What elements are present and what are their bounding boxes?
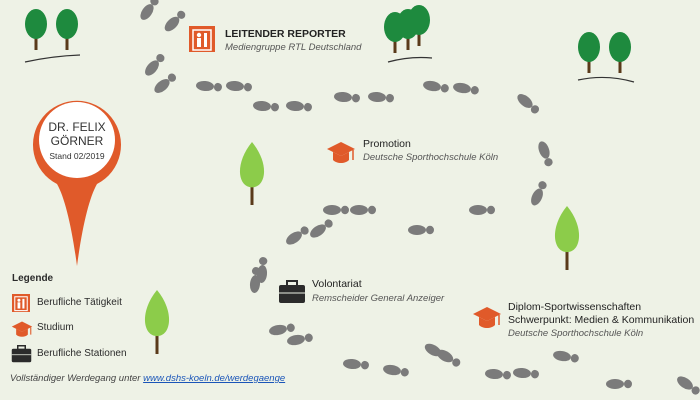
ground-line-3: [577, 76, 635, 83]
graduation-cap-icon: [327, 142, 355, 163]
footprint-10: [368, 91, 394, 103]
round-tree-5: [408, 5, 430, 46]
ground-line-1: [24, 54, 81, 63]
footprint-30: [485, 368, 511, 380]
footer-text: Vollständiger Werdegang unter: [10, 373, 144, 384]
footprint-15: [531, 181, 547, 206]
footprint-20: [286, 226, 309, 245]
tall-tree-2: [554, 206, 580, 270]
station-1-title: LEITENDER REPORTER: [225, 28, 346, 40]
footprint-17: [408, 225, 434, 235]
footprint-8: [286, 100, 312, 112]
footprint-4: [154, 73, 177, 93]
station-4-title-line2: Schwerpunkt: Medien & Kommunikation: [508, 314, 695, 326]
footprint-2: [164, 10, 186, 32]
footprint-24: [269, 323, 295, 336]
legend-label-stations: Berufliche Stationen: [37, 348, 127, 359]
legend-title: Legende: [12, 273, 54, 284]
briefcase-icon: [279, 280, 305, 303]
location-pin: [33, 100, 121, 266]
ground-line-2: [387, 56, 433, 63]
round-tree-1: [25, 9, 47, 50]
footprint-33: [606, 379, 632, 389]
footprint-3: [145, 53, 165, 76]
legend-label-professional: Berufliche Tätigkeit: [37, 297, 122, 308]
footprint-11: [423, 80, 449, 93]
footprint-12: [453, 82, 479, 95]
footprint-16: [469, 205, 495, 215]
briefcase-icon: [11, 345, 32, 363]
station-2-title: Promotion: [363, 138, 411, 150]
footprint-26: [343, 358, 369, 370]
round-tree-7: [609, 32, 631, 73]
footprint-31: [513, 367, 539, 379]
graduation-cap-icon: [473, 307, 501, 328]
footprint-1: [140, 0, 159, 20]
station-4-title-line1: Diplom-Sportwissenschaften: [508, 301, 642, 313]
round-tree-2: [56, 9, 78, 50]
station-2-subtitle: Deutsche Sporthochschule Köln: [363, 152, 499, 163]
footprint-25: [287, 333, 313, 346]
footprint-7: [253, 100, 279, 112]
professional-activity-icon: [189, 26, 215, 52]
footer: Vollständiger Werdegang unter www.dshs-k…: [10, 373, 285, 384]
footprint-34: [677, 376, 700, 395]
footprint-23: [256, 257, 268, 283]
footprint-13: [517, 94, 540, 114]
footprint-18: [350, 205, 376, 215]
pin-stand-date: Stand 02/2019: [49, 151, 105, 161]
station-4-subtitle: Deutsche Sporthochschule Köln: [508, 328, 644, 339]
footprint-29: [436, 349, 461, 367]
footprint-32: [553, 350, 579, 363]
graduation-cap-icon: [11, 321, 33, 337]
station-1-subtitle: Mediengruppe RTL Deutschland: [225, 42, 362, 53]
round-tree-6: [578, 32, 600, 73]
footprint-27: [383, 364, 409, 377]
footprint-14: [538, 141, 553, 167]
pin-name-line1: DR. FELIX: [48, 120, 106, 134]
pin-name-line2: GÖRNER: [50, 134, 104, 148]
footprint-21: [310, 219, 333, 238]
pin-name: DR. FELIX GÖRNER: [37, 120, 117, 148]
footprint-19: [323, 205, 349, 215]
footer-link[interactable]: www.dshs-koeln.de/werdegaenge: [143, 373, 286, 384]
legend-label-study: Studium: [37, 322, 74, 333]
footprint-9: [334, 91, 360, 103]
tall-tree-3: [144, 290, 170, 354]
footprint-6: [226, 80, 252, 92]
station-3-title: Volontariat: [312, 278, 362, 290]
footprint-5: [196, 80, 222, 92]
tall-tree-1: [239, 142, 265, 205]
professional-activity-icon: [12, 294, 30, 312]
station-3-subtitle: Remscheider General Anzeiger: [312, 293, 445, 304]
